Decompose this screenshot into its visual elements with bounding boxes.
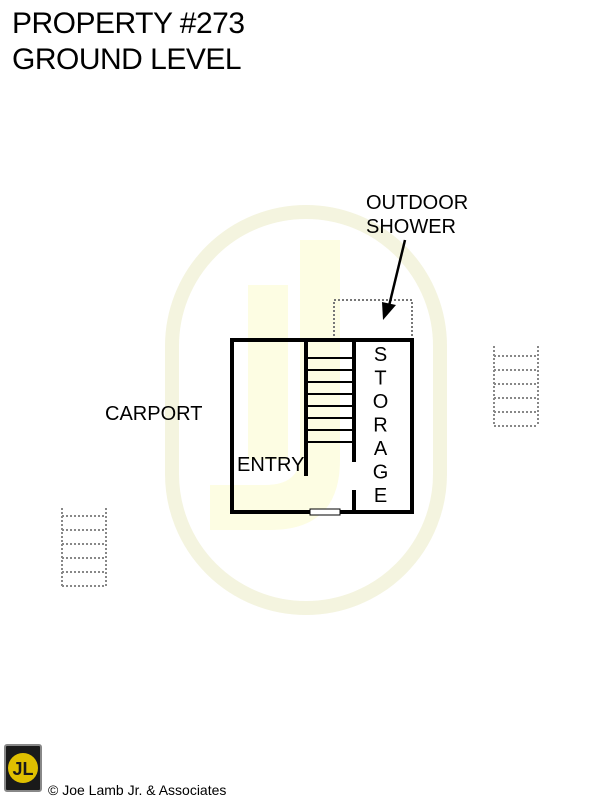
shower-arrow-line [387,239,407,307]
shower-arrow-head [382,302,396,320]
logo-text: JL [12,759,33,779]
page-title-line1: PROPERTY #273 [12,7,245,40]
front-door [309,508,341,516]
page-title-line2: GROUND LEVEL [12,43,242,76]
copyright-text: © Joe Lamb Jr. & Associates [48,782,227,798]
interior-stairs [306,357,354,443]
entry-label: ENTRY [237,454,304,476]
outdoor-shower-label-line1: OUTDOOR [366,192,468,214]
outdoor-shower-label-line2: SHOWER [366,216,456,238]
footer: JL © Joe Lamb Jr. & Associates [4,744,264,798]
exterior-stairs-left [61,508,107,588]
exterior-stairs-right [493,346,539,427]
carport-label: CARPORT [105,403,202,425]
company-logo: JL [4,744,42,792]
outdoor-shower-outline [333,299,413,340]
